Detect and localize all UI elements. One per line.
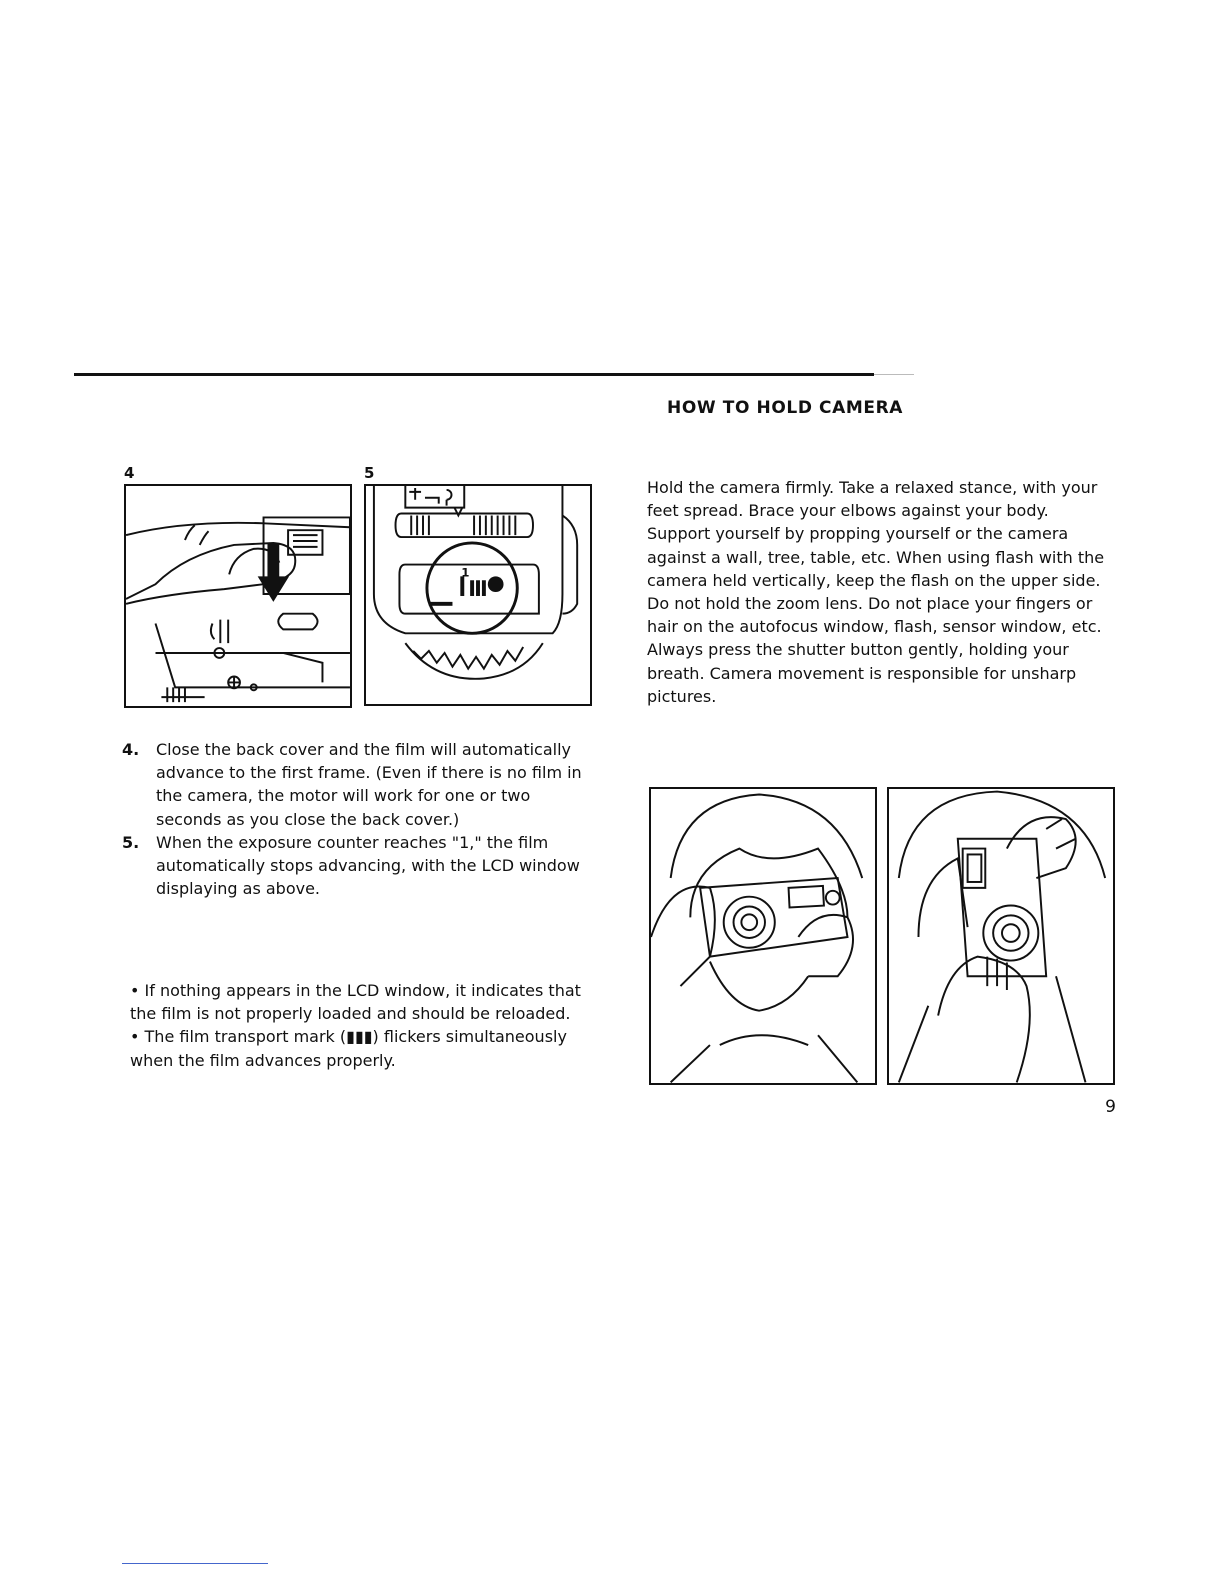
footer-line — [122, 1563, 268, 1564]
figure-5-number: 5 — [364, 464, 375, 482]
person-horizontal-camera-drawing — [651, 793, 864, 1083]
step-item: 4. Close the back cover and the film wil… — [122, 738, 592, 831]
note-item: • The film transport mark (▮▮▮) flickers… — [130, 1027, 567, 1070]
figure-4-illustration — [124, 484, 352, 708]
horizontal-hold-illustration — [649, 787, 877, 1085]
figure-4-number: 4 — [124, 464, 135, 482]
hold-camera-instructions: Hold the camera firmly. Take a relaxed s… — [647, 478, 1105, 706]
step-text: When the exposure counter reaches "1," t… — [156, 832, 580, 899]
top-rule — [74, 373, 874, 376]
person-vertical-camera-drawing — [897, 790, 1107, 1083]
step-text: Close the back cover and the film will a… — [156, 740, 582, 829]
steps-list: 4. Close the back cover and the film wil… — [122, 738, 592, 900]
close-back-cover-drawing — [126, 516, 350, 703]
top-rule-fade — [874, 374, 914, 375]
vertical-hold-illustration — [887, 787, 1115, 1085]
notes: • If nothing appears in the LCD window, … — [130, 979, 590, 1072]
step-number: 4. — [122, 740, 140, 759]
section-heading: HOW TO HOLD CAMERA — [667, 398, 904, 418]
page-number: 9 — [1105, 1097, 1116, 1117]
figure-5-illustration: 1 — [364, 484, 592, 706]
lcd-window-drawing: 1 — [372, 486, 579, 680]
note-item: • If nothing appears in the LCD window, … — [130, 981, 581, 1024]
step-item: 5. When the exposure counter reaches "1,… — [122, 831, 592, 901]
step-number: 5. — [122, 832, 140, 852]
lcd-counter: 1 — [461, 565, 469, 579]
